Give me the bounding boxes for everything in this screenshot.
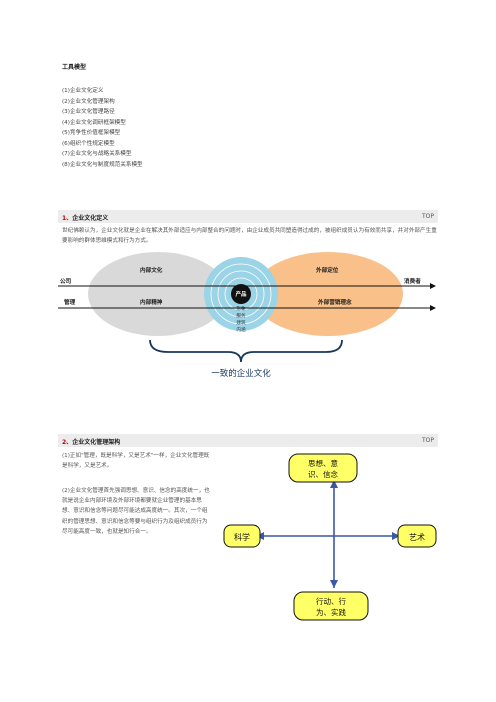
external-marketing-label: 外部营销理念 (317, 298, 352, 306)
section-title: 1、企业文化定义 (62, 213, 108, 222)
product-core-label: 产品 (235, 290, 247, 298)
toc-item[interactable]: (7)企业文化与战略关系模型 (62, 151, 132, 157)
section-title: 2、企业文化管理架构 (62, 437, 120, 446)
arrow-head-right (392, 532, 400, 540)
consumer-label: 消费者 (404, 277, 421, 285)
toc-item[interactable]: (6)组织个性规定模型 (62, 140, 115, 147)
product-core (231, 284, 251, 304)
ring-label: 服务 (236, 312, 246, 319)
management-framework-diagram: 思想、意 识、信念 科学 艺术 行动、行 为、实践 (223, 453, 437, 621)
section-title-text: 企业文化定义 (72, 215, 109, 222)
internal-ellipse (88, 252, 228, 336)
axis-arrow (430, 305, 436, 311)
framework-paragraph-1: (1)正如"管理，既是科学，又是艺术"一样，企业文化管理既是科学，又是艺术。 (62, 453, 210, 470)
toc-item[interactable]: (5)竞争性价值框架模型 (62, 130, 121, 136)
toc-item[interactable]: (2)企业文化管理架构 (62, 98, 115, 105)
external-ellipse (253, 252, 403, 336)
section-number: 1、 (62, 215, 73, 222)
section-number: 2、 (62, 439, 73, 446)
science-box (223, 524, 261, 548)
internal-spirit-label: 内部精神 (140, 298, 163, 306)
toc-item[interactable]: (1)企业文化定义 (62, 88, 104, 94)
section-header-2: 2、企业文化管理架构 TOP (58, 434, 438, 447)
company-label: 公司 (60, 277, 72, 285)
corporate-culture-diagram: 产品 形象 服务 建筑 内涵 内部文化 内部精神 外部定位 外部营销理念 公司 … (58, 252, 436, 379)
toc-item[interactable]: (3)企业文化管理路径 (62, 109, 115, 115)
framework-paragraph-2: (2)企业文化管理首先强调思想、意识、信念的高度统一，也就是说企业内部环境及外部… (62, 488, 210, 535)
ring-label: 建筑 (236, 319, 246, 326)
external-position-label: 外部定位 (315, 266, 339, 274)
arrow-head-down (330, 580, 338, 588)
section-header-1: 1、企业文化定义 TOP (58, 210, 438, 223)
center-ring (224, 277, 258, 311)
center-ring (217, 270, 265, 318)
toc-item[interactable]: (8)企业文化与制度规范关系模型 (62, 161, 143, 168)
brace (149, 339, 343, 363)
definition-paragraph: 世纪佛赖认为，企业文化就是企业在解决其外部适应与内部整合的问题时，由企业成员共同… (62, 228, 437, 245)
thought-box-line: 思想、意 (308, 458, 338, 468)
section-title-text: 企业文化管理架构 (72, 439, 121, 446)
action-box-line: 行动、行 (316, 596, 346, 606)
art-box-label: 艺术 (409, 532, 425, 542)
diagram-caption: 一致的企业文化 (211, 368, 271, 379)
action-box (293, 591, 369, 621)
table-of-contents: (1)企业文化定义 (2)企业文化管理架构 (3)企业文化管理路径 (4)企业文… (62, 86, 143, 170)
thought-box (288, 453, 358, 483)
arrow-head-up (330, 480, 338, 488)
ring-label: 形象 (236, 305, 246, 312)
toc-item[interactable]: (4)企业文化调研框架模型 (62, 119, 126, 126)
center-ring (210, 263, 272, 325)
action-box-line: 为、实践 (316, 607, 346, 617)
top-link[interactable]: TOP (421, 213, 434, 220)
ring-label: 内涵 (236, 326, 246, 333)
art-box (397, 524, 437, 548)
internal-culture-label: 内部文化 (140, 266, 163, 274)
science-box-label: 科学 (234, 532, 250, 542)
thought-box-line: 识、信念 (308, 469, 338, 479)
top-link[interactable]: TOP (421, 437, 434, 444)
management-label: 管理 (64, 298, 76, 306)
axis-arrow (430, 283, 436, 289)
page-title: 工具模型 (62, 64, 87, 71)
